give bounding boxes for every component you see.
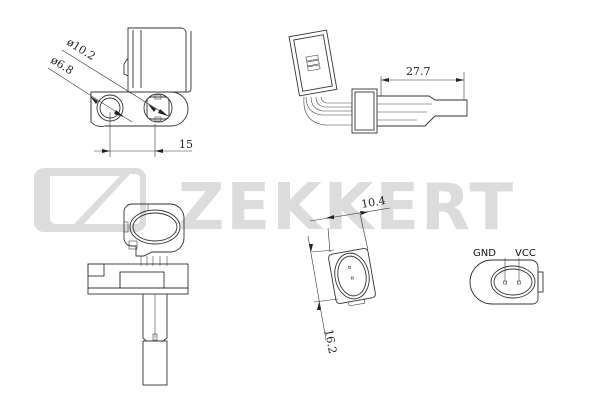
dim-height: 16.2 [322,328,339,354]
logo-z-emblem-icon [34,168,146,232]
view-top-left: ø10.2 ø6.8 15 [47,27,193,157]
dim-width: 10.4 [360,194,386,211]
dim-outer-diameter: ø10.2 [64,36,97,64]
logo-wordmark: ZEKKERT [178,171,515,245]
view-top-right: 27.7 [288,29,468,134]
dim-inner-diameter: ø6.8 [48,54,75,78]
view-middle-connector: 10.4 16.2 [307,194,391,355]
dim-spacing: 15 [179,138,193,151]
view-pinout: GND VCC [469,248,544,305]
pin-vcc-label: VCC [515,248,536,259]
brand-logo: ZEKKERT [34,168,515,245]
view-bottom-left [87,203,189,386]
dim-length: 27.7 [406,65,431,78]
pin-gnd-label: GND [473,248,496,259]
